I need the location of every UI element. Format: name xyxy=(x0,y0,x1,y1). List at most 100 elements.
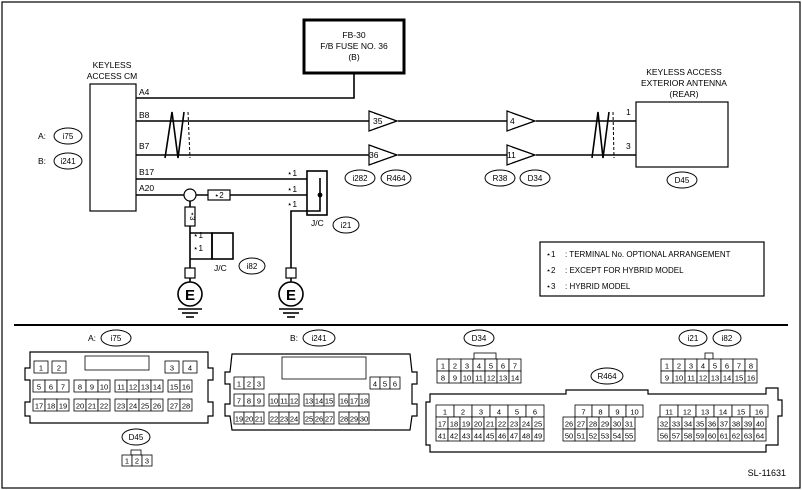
conn-a-cell xyxy=(164,360,180,374)
cm-title-2: ACCESS CM xyxy=(87,71,138,81)
conn-r464-pin: 13 xyxy=(701,408,709,417)
legend-text-2: : EXCEPT FOR HYBRID MODEL xyxy=(565,266,684,275)
conn-jc-pin: 15 xyxy=(735,374,743,383)
conn-a-pin: 25 xyxy=(141,402,149,411)
legend: ⋆1 : TERMINAL No. OPTIONAL ARRANGEMENT ⋆… xyxy=(539,241,765,297)
conn-r464-pin: 29 xyxy=(601,420,609,429)
conn-a-pin: 22 xyxy=(100,402,108,411)
jc-right-label: J/C xyxy=(311,218,324,228)
conn-r464-pin: 5 xyxy=(515,408,519,417)
conn-b-cell xyxy=(389,376,401,390)
conn-jc-pin: 6 xyxy=(725,362,729,371)
conn-jc-pin: 1 xyxy=(665,362,669,371)
conn-jc-pin: 7 xyxy=(737,362,741,371)
conn-d34-pin: 9 xyxy=(453,374,457,383)
conn-r464-pin: 17 xyxy=(438,420,446,429)
conn-a-pin: 23 xyxy=(117,402,125,411)
cm-conn-a: i75 xyxy=(63,132,74,141)
fuse-label-2: F/B FUSE NO. 36 xyxy=(320,41,388,51)
conn-r464-pin: 26 xyxy=(565,420,573,429)
conn-r464-pin: 15 xyxy=(737,408,745,417)
conn-r464-pin: 8 xyxy=(598,408,602,417)
conn-jc-pin: 4 xyxy=(701,362,705,371)
conn-r464-pin: 11 xyxy=(665,408,673,417)
legend-mark-1: ⋆1 xyxy=(546,250,556,259)
conn-r464-pin: 22 xyxy=(498,420,506,429)
conn-i21-name: i21 xyxy=(688,334,699,343)
conn-r464-pin: 51 xyxy=(577,432,585,441)
conn-a-cell xyxy=(179,398,193,412)
conn-a-cell xyxy=(179,379,193,393)
conn-d34-pin: 1 xyxy=(441,362,445,371)
jc-right: J/C i21 xyxy=(306,170,360,234)
conn-r464-pin: 6 xyxy=(533,408,537,417)
mark-s1-b: ⋆1 xyxy=(287,184,297,194)
conn-r464-pin: 48 xyxy=(522,432,530,441)
conn-i82-name: i82 xyxy=(722,334,733,343)
conn-b-cell xyxy=(323,393,335,407)
conn-a-name: i75 xyxy=(111,334,122,343)
conn-b-pin: 16 xyxy=(340,397,348,406)
conn-b-cell xyxy=(253,376,265,390)
conn-d45: D45 xyxy=(675,176,690,185)
conn-r464-pin: 38 xyxy=(732,420,740,429)
conn-a-prefix: A: xyxy=(88,333,96,343)
exterior-antenna: KEYLESS ACCESS EXTERIOR ANTENNA (REAR) 1… xyxy=(626,67,729,189)
fuse-box: FB-30 F/B FUSE NO. 36 (B) xyxy=(302,18,406,75)
conn-a-cell xyxy=(56,398,70,412)
terminal-b7: B7 xyxy=(139,141,150,151)
conn-b-pin: 23 xyxy=(280,415,288,424)
conn-b-pin: 11 xyxy=(280,397,288,406)
conn-d34-pin: 10 xyxy=(463,374,471,383)
conn-a-pin: 12 xyxy=(129,383,137,392)
joint-connector-r38: 4 11 R38 D34 xyxy=(484,110,551,187)
ground-e-left: E xyxy=(185,287,195,304)
conn-r464-cell xyxy=(753,428,767,442)
conn-b-pin: 19 xyxy=(235,415,243,424)
conn-r464-pin: 55 xyxy=(625,432,633,441)
conn-b-name: i241 xyxy=(311,334,327,343)
jc-right-conn: i21 xyxy=(341,221,352,230)
conn-jc-pin: 16 xyxy=(747,374,755,383)
conn-b-pin: 17 xyxy=(350,397,358,406)
conn-a-pin: 9 xyxy=(90,383,94,392)
mark-s1-d: ⋆1 xyxy=(193,230,203,240)
conn-r464-pin: 1 xyxy=(443,408,447,417)
conn-b-pin: 27 xyxy=(325,415,333,424)
conn-b-pin: 4 xyxy=(373,380,377,389)
conn-r464-pin: 32 xyxy=(660,420,668,429)
conn-a-pin: 3 xyxy=(170,364,174,373)
conn-jc-pin: 5 xyxy=(713,362,717,371)
conn-b-pin: 26 xyxy=(315,415,323,424)
conn-d34-pin: 11 xyxy=(475,374,483,383)
conn-r464-cell xyxy=(531,428,545,442)
conn-d34-name: D34 xyxy=(472,334,487,343)
conn-r464-pin: 53 xyxy=(601,432,609,441)
cm-conn-b: i241 xyxy=(60,157,76,166)
conn-d34-pin: 4 xyxy=(477,362,481,371)
conn-r464-pin: 31 xyxy=(625,420,633,429)
conn-r464-pin: 42 xyxy=(450,432,458,441)
conn-d45-pin: 2 xyxy=(135,457,139,466)
conn-b-pin: 30 xyxy=(360,415,368,424)
conn-b-pin: 2 xyxy=(247,380,251,389)
conn-b-cell xyxy=(288,411,300,425)
legend-mark-2: ⋆2 xyxy=(546,266,556,275)
conn-a-cell xyxy=(56,379,70,393)
terminal-a4: A4 xyxy=(139,87,150,97)
conn-a-cell xyxy=(33,360,49,374)
jc-left-label: J/C xyxy=(214,263,227,273)
conn-d34-pin: 7 xyxy=(513,362,517,371)
conn-r464-pin: 54 xyxy=(613,432,621,441)
conn-d34-pin: 5 xyxy=(489,362,493,371)
pin-11: 11 xyxy=(507,150,516,160)
conn-d45-pin: 3 xyxy=(145,457,149,466)
conn-r464-pin: 56 xyxy=(660,432,668,441)
conn-r464-pin: 58 xyxy=(684,432,692,441)
keyless-access-cm: KEYLESS ACCESS CM A: i75 B: i241 A4 B8 B… xyxy=(38,60,154,212)
conn-r464-pin: 37 xyxy=(720,420,728,429)
